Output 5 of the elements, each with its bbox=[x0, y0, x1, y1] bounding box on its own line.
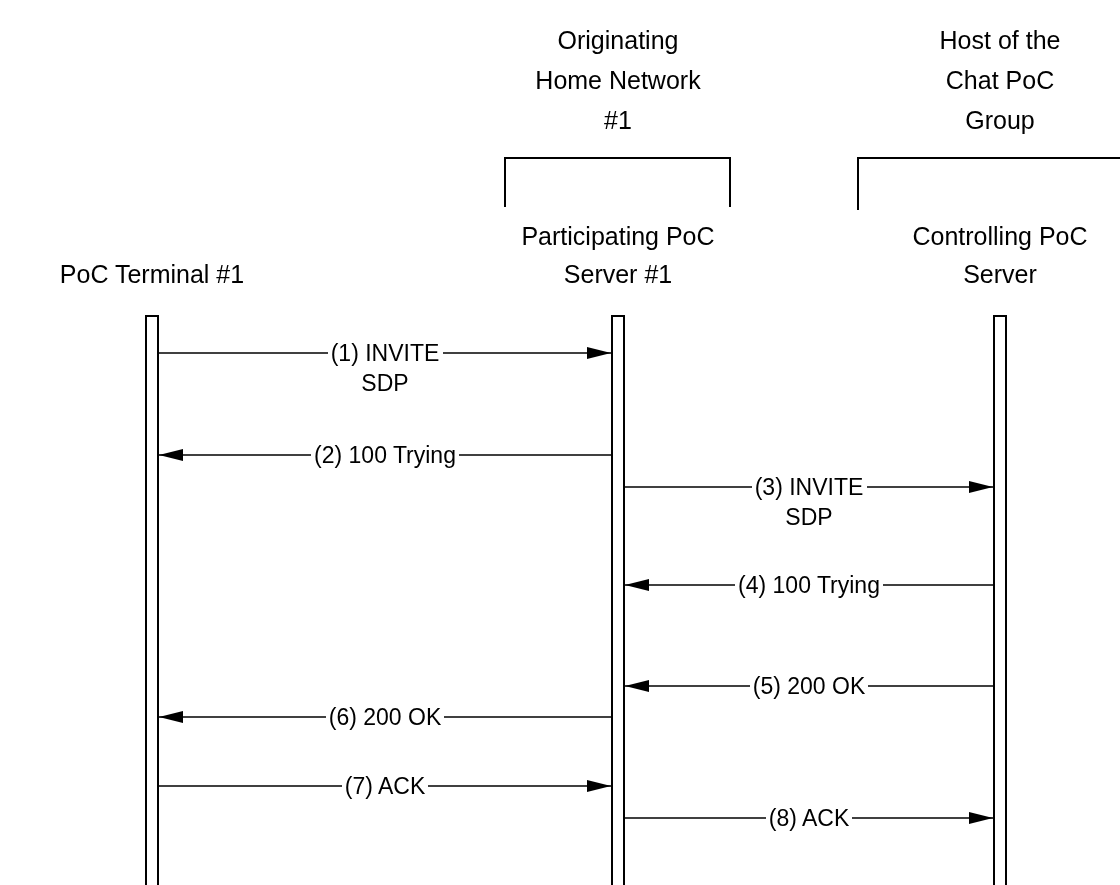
group-label: Originating Home Network #1 bbox=[534, 25, 702, 136]
participant-label: Participating PoC Server #1 bbox=[520, 221, 716, 290]
participant-label: PoC Terminal #1 bbox=[59, 259, 245, 290]
group-label: Host of the Chat PoC Group bbox=[938, 25, 1062, 136]
participant-label: Controlling PoC Server bbox=[911, 221, 1089, 290]
